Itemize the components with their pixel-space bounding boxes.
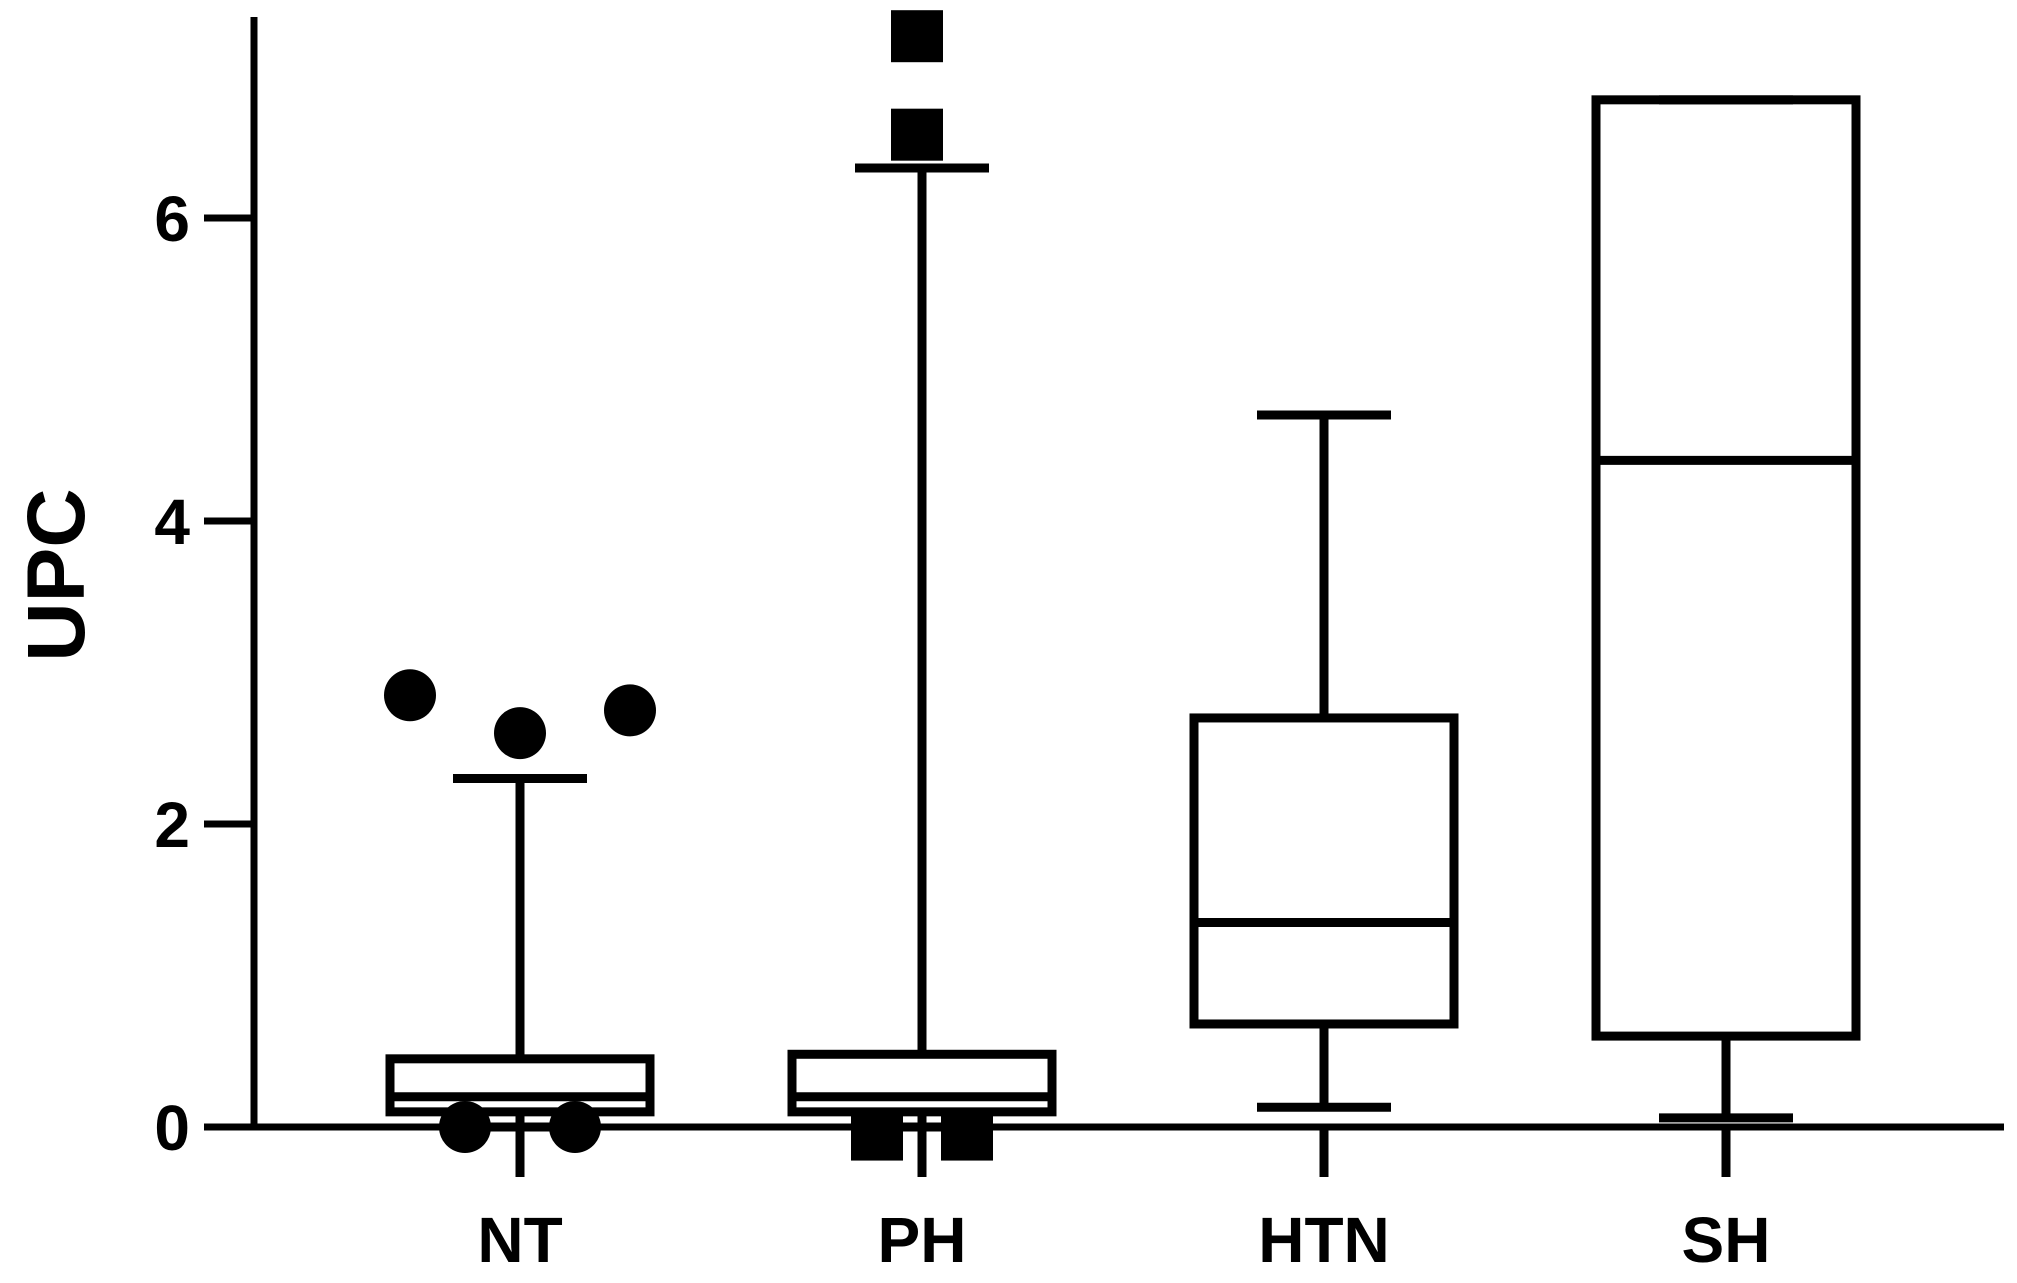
box-group-nt: [384, 669, 656, 1177]
x-tick-label: SH: [1682, 1204, 1771, 1276]
y-tick-label: 0: [154, 1092, 190, 1164]
outlier-point: [384, 669, 436, 722]
outlier-point: [439, 1101, 491, 1153]
outlier-point: [941, 1108, 993, 1161]
x-tick-label: NT: [477, 1204, 562, 1276]
x-tick-labels: NT PH HTN SH: [477, 1204, 1770, 1276]
y-tick-label: 2: [154, 789, 190, 861]
outlier-point: [891, 10, 943, 63]
iqr-box: [1189, 713, 1459, 1029]
x-tick-label: HTN: [1258, 1204, 1390, 1276]
outlier-point: [891, 108, 943, 161]
iqr-box: [1591, 95, 1861, 1041]
outlier-point: [494, 707, 546, 760]
box-group-ph: [787, 10, 1057, 1177]
y-ticks: 0 2 4 6: [154, 183, 254, 1164]
boxes: [384, 10, 1861, 1177]
y-axis-label: UPC: [11, 488, 102, 661]
y-tick-label: 4: [154, 486, 190, 558]
outlier-point: [604, 684, 656, 737]
outlier-point: [549, 1101, 601, 1153]
y-tick-label: 6: [154, 183, 190, 255]
outlier-point: [851, 1108, 903, 1161]
iqr-box: [787, 1049, 1057, 1117]
box-group-sh: [1591, 95, 1861, 1177]
box-group-htn: [1189, 410, 1459, 1177]
x-tick-label: PH: [878, 1204, 967, 1276]
iqr-box: [385, 1054, 655, 1117]
